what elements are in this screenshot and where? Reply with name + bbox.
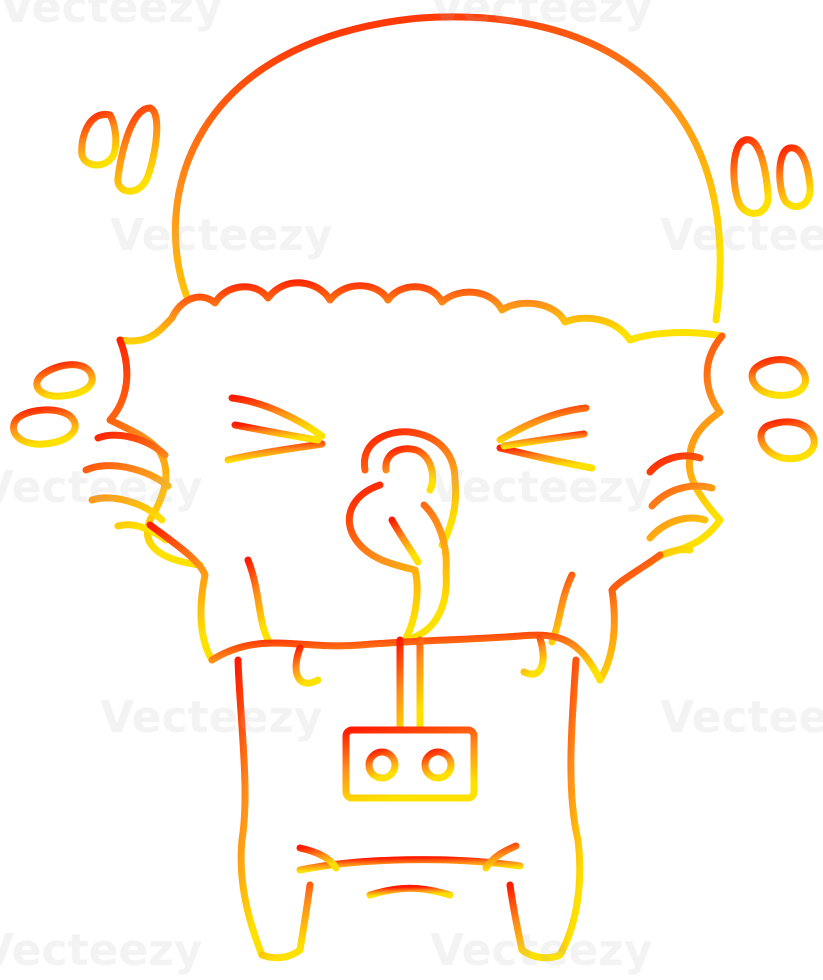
crotch-line [366, 884, 454, 899]
squint-eye-left-mid [231, 421, 322, 444]
shake-mark-top-right-2 [776, 144, 814, 210]
hip-tick-right [482, 842, 520, 872]
shake-mark-top-left-2 [114, 104, 161, 195]
left-arm [146, 521, 216, 664]
right-leg [506, 881, 564, 962]
left-hand-fingers [82, 431, 172, 544]
shake-mark-left-2 [10, 406, 79, 448]
hip-tick-left [296, 844, 340, 872]
shake-mark-right-1 [748, 356, 809, 399]
open-mouth [361, 428, 460, 549]
shake-mark-right-2 [757, 418, 818, 463]
tongue [345, 481, 450, 644]
dome-head [171, 13, 724, 324]
collar-left-tip [292, 644, 322, 687]
left-leg [258, 881, 314, 962]
shake-mark-top-left-1 [78, 111, 120, 169]
mouth-inner [382, 445, 437, 494]
squint-eye-right-mid [500, 430, 588, 450]
squint-eye-left-top [228, 394, 326, 440]
inner-arm-right [548, 571, 576, 646]
squint-eye-right-top [496, 404, 590, 444]
right-arm [596, 551, 664, 684]
body-right-side [556, 656, 584, 959]
tongue-line [388, 516, 422, 566]
collar-line [208, 631, 604, 684]
panel-knob-left [365, 748, 399, 782]
panel-stem [396, 636, 424, 734]
body-left-side [234, 656, 266, 959]
spiky-hair-outline [116, 279, 726, 345]
squint-eye-right-bottom [496, 444, 596, 472]
squint-eye-left-bottom [224, 440, 326, 464]
shake-mark-top-right-1 [730, 136, 772, 217]
inner-arm-left [244, 556, 272, 644]
shake-mark-left-1 [33, 361, 96, 400]
right-hand-fingers [644, 452, 716, 568]
panel-knob-right [421, 748, 455, 782]
control-panel [342, 726, 478, 802]
collar-right-tip [520, 634, 547, 678]
